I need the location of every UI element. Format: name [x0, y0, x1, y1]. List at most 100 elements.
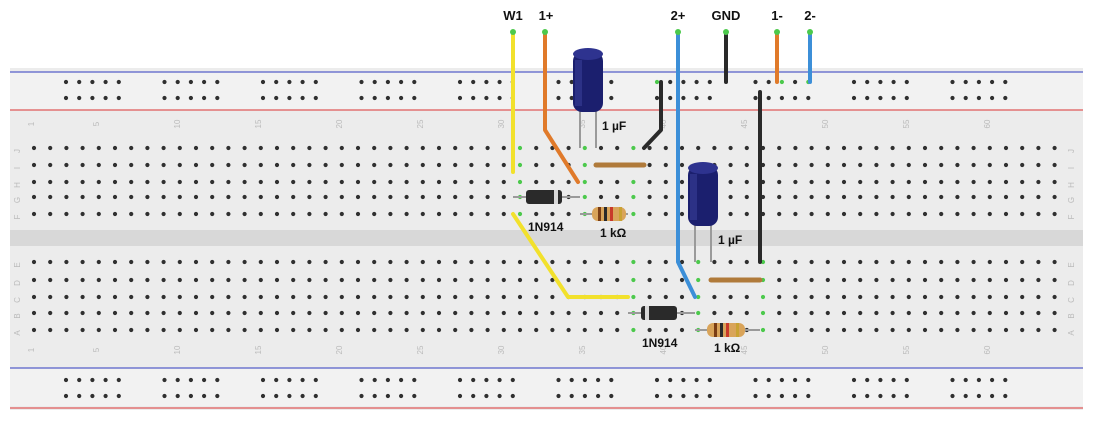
breadboard-hole	[922, 162, 928, 168]
breadboard-hole	[663, 327, 668, 333]
breadboard-hole	[809, 294, 814, 300]
breadboard-hole	[647, 194, 652, 200]
wire-yellow-diagonal[interactable]	[511, 212, 630, 299]
breadboard-hole	[582, 179, 587, 185]
resistor-top[interactable]	[580, 207, 628, 221]
breadboard-hole	[323, 259, 328, 265]
wire-2plus-blue[interactable]	[676, 30, 697, 299]
rail-hole	[753, 393, 758, 399]
rail-hole	[175, 393, 180, 399]
breadboard-hole	[48, 211, 53, 217]
rail-hole	[162, 79, 167, 85]
breadboard-hole	[161, 310, 166, 316]
breadboard-hole	[1020, 162, 1025, 168]
capacitor-bottom[interactable]	[688, 162, 718, 262]
breadboard-hole	[177, 277, 182, 283]
resistor-bottom[interactable]	[695, 323, 760, 337]
breadboard-hole	[112, 277, 118, 283]
wire-black-jumper-top[interactable]	[642, 80, 663, 150]
rail-hole	[188, 95, 193, 101]
breadboard-hole	[193, 310, 199, 316]
rail-hole	[609, 79, 614, 85]
breadboard-hole	[177, 310, 182, 316]
breadboard-hole	[145, 162, 150, 168]
rail-hole	[300, 377, 305, 383]
breadboard-hole	[242, 145, 247, 151]
rail-hole	[116, 377, 121, 383]
breadboard-hole	[517, 327, 523, 333]
breadboard-hole	[501, 162, 506, 168]
row-letter: G	[1067, 197, 1076, 203]
breadboard-hole	[210, 179, 215, 185]
breadboard-hole	[744, 179, 749, 185]
breadboard-hole	[501, 277, 506, 283]
breadboard-hole	[598, 310, 604, 316]
breadboard-hole	[1003, 162, 1009, 168]
rail-hole	[287, 393, 292, 399]
breadboard-hole	[31, 277, 37, 283]
breadboard-hole	[80, 179, 85, 185]
rail-hole	[990, 377, 995, 383]
breadboard-hole	[955, 162, 960, 168]
breadboard-hole	[64, 211, 69, 217]
breadboard-hole	[64, 310, 69, 316]
breadboard-hole	[647, 162, 652, 168]
rail-hole	[484, 95, 489, 101]
rail-hole	[976, 377, 982, 383]
breadboard-hole	[874, 327, 879, 333]
rail-hole	[215, 95, 220, 101]
breadboard-hole	[501, 294, 506, 300]
rail-hole	[596, 393, 601, 399]
column-number: 40	[659, 119, 668, 128]
breadboard-hole	[355, 145, 361, 151]
breadboard-hole	[955, 211, 960, 217]
breadboard-hole	[80, 327, 85, 333]
rail-hole	[385, 377, 390, 383]
breadboard-hole	[161, 211, 166, 217]
breadboard-hole	[890, 145, 895, 151]
breadboard-hole	[339, 310, 344, 316]
breadboard-hole	[728, 145, 733, 151]
breadboard-hole	[760, 310, 766, 316]
rail-hole	[654, 393, 660, 399]
row-letter: C	[1067, 297, 1076, 303]
breadboard-hole	[906, 145, 911, 151]
capacitor-top[interactable]	[573, 48, 603, 148]
column-number: 20	[335, 345, 344, 354]
breadboard-hole	[939, 277, 944, 283]
rail-hole	[497, 377, 502, 383]
breadboard-hole	[372, 310, 377, 316]
breadboard-hole	[485, 162, 490, 168]
breadboard-hole	[388, 179, 393, 185]
rail-hole	[287, 79, 292, 85]
breadboard-hole	[31, 162, 37, 168]
wire-1plus-orange[interactable]	[543, 30, 580, 184]
breadboard-hole	[258, 294, 263, 300]
breadboard-hole	[420, 327, 425, 333]
breadboard-hole	[1020, 310, 1025, 316]
breadboard-hole	[582, 162, 587, 168]
rail-hole	[457, 95, 463, 101]
breadboard-hole	[177, 179, 182, 185]
breadboard-hole	[777, 327, 782, 333]
breadboard-hole	[64, 327, 69, 333]
breadboard-hole	[242, 277, 247, 283]
breadboard-hole	[436, 145, 442, 151]
breadboard-hole	[339, 179, 344, 185]
rail-hole	[569, 95, 574, 101]
breadboard-hole	[517, 179, 523, 185]
breadboard-hole	[939, 162, 944, 168]
breadboard-hole	[728, 310, 733, 316]
diode-bottom[interactable]	[628, 306, 695, 320]
breadboard-hole	[226, 145, 231, 151]
breadboard-hole	[858, 145, 863, 151]
breadboard-hole	[825, 194, 830, 200]
rail-hole	[766, 393, 771, 399]
rail-hole	[582, 393, 588, 399]
diode-top[interactable]	[513, 190, 580, 204]
breadboard-hole	[615, 327, 620, 333]
breadboard-hole	[210, 277, 215, 283]
breadboard-hole	[388, 194, 393, 200]
breadboard-hole	[80, 145, 85, 151]
breadboard-hole	[48, 179, 53, 185]
